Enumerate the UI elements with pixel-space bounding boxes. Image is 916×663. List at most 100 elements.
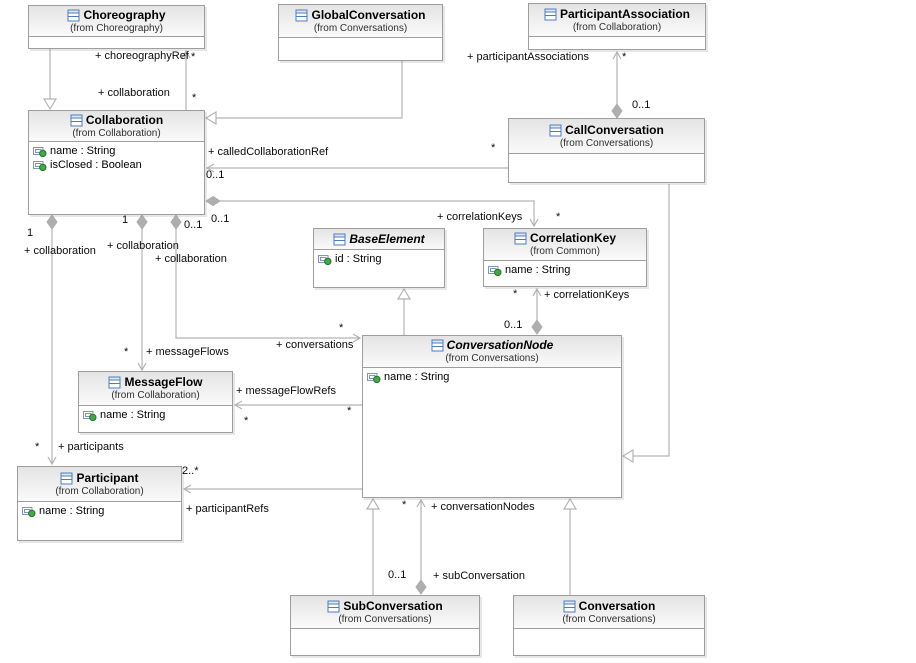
generalization-triangle-icon [396,287,412,300]
gen-globalconversation-to-collaboration [215,61,403,119]
class-title: BaseElement [333,232,425,246]
class-choreography[interactable]: Choreography(from Choreography) [28,5,205,49]
attribute-row: name : String [18,504,181,518]
class-header: Choreography(from Choreography) [29,6,204,37]
assoc-collaboration-correlationKeys [220,200,535,226]
open-arrowhead-icon [416,498,426,508]
class-conversation-node[interactable]: ConversationNode(from Conversations) name… [362,335,622,498]
attribute-icon [83,410,97,421]
edge-label: + messageFlowRefs [236,385,336,397]
edge-label: * [513,288,518,300]
edge-label: + participantAssociations [467,51,589,63]
class-header: GlobalConversation(from Conversations) [279,5,442,38]
open-arrowhead-icon [47,456,57,466]
class-name: Choreography [83,7,166,22]
open-arrowhead-icon [233,400,243,410]
edge-label: + choreographyRef [95,50,189,62]
edge-label: + collaboration [24,245,96,257]
class-header: CorrelationKey(from Common) [484,229,646,261]
class-header: ConversationNode(from Conversations) [363,336,621,368]
edge-label: * [622,51,627,63]
edge-label: 0..1 [211,213,230,225]
generalization-triangle-icon [365,497,381,510]
class-icon [431,339,444,352]
edge-label: 1 [122,214,129,226]
class-package: (from Conversations) [559,137,654,149]
class-package: (from Collaboration) [111,390,200,401]
open-arrowhead-icon [532,287,542,297]
class-call-conversation[interactable]: CallConversation(from Conversations) [508,118,705,183]
edge-label: + correlationKeys [544,289,630,301]
edge-label: * [191,51,196,63]
class-sub-conversation[interactable]: SubConversation(from Conversations) [290,595,480,656]
attribute-row: name : String [363,370,621,384]
class-title: Collaboration [70,112,164,127]
edge-label: * [124,346,129,358]
attribute-row: name : String [79,408,232,422]
class-participant-association[interactable]: ParticipantAssociation(from Collaboratio… [528,3,706,50]
class-icon [333,233,346,246]
class-title: Conversation [563,598,656,613]
class-title: ParticipantAssociation [544,7,690,21]
class-header: Participant(from Collaboration) [18,467,181,502]
generalization-triangle-icon [621,448,634,464]
class-icon [514,232,527,245]
gen-callconversation-to-node [632,184,670,457]
class-participant[interactable]: Participant(from Collaboration) name : St… [17,466,182,541]
class-name: GlobalConversation [311,7,426,22]
class-name: CallConversation [565,122,664,137]
composition-diamond-icon [170,214,182,230]
generalization-triangle-icon [562,497,578,510]
class-name: Conversation [578,598,656,613]
open-arrowhead-icon [352,333,362,343]
class-title: GlobalConversation [295,7,426,22]
open-arrowhead-icon [529,218,539,228]
class-global-conversation[interactable]: GlobalConversation(from Conversations) [278,4,443,61]
class-header: Conversation(from Conversations) [514,596,704,629]
attribute-icon [367,372,381,383]
class-icon [295,9,308,22]
open-arrowhead-icon [182,484,192,494]
class-name: CorrelationKey [529,231,617,245]
attribute-text: id : String [335,253,382,265]
class-collaboration[interactable]: Collaboration(from Collaboration)name : … [28,110,205,215]
class-name: Collaboration [85,112,164,127]
class-correlation-key[interactable]: CorrelationKey(from Common)name : String [483,228,647,287]
edge-label: + messageFlows [146,346,229,358]
class-name: MessageFlow [124,375,203,389]
attribute-text: name : String [384,371,450,383]
edge-label: 0..1 [184,219,203,231]
edge-label: * [402,499,407,511]
class-header: SubConversation(from Conversations) [291,596,479,629]
class-base-element[interactable]: BaseElement id : String [313,228,445,288]
edge-label: + collaboration [98,87,170,99]
edge-label: 2..* [182,465,199,477]
edge-label: + participants [58,441,124,453]
attributes-compartment: name : String [363,368,621,384]
class-package: (from Collaboration) [572,21,662,33]
class-header: CallConversation(from Conversations) [509,119,704,154]
edge-label: * [35,441,40,453]
class-conversation[interactable]: Conversation(from Conversations) [513,595,705,656]
class-title: SubConversation [327,599,443,613]
edge-label: * [192,92,197,104]
edge-label: 0..1 [632,99,651,111]
edge-label: + conversationNodes [431,501,535,513]
composition-diamond-icon [531,319,543,335]
open-arrowhead-icon [137,362,147,372]
class-icon [563,600,576,613]
composition-diamond-icon [415,579,427,595]
edge-label: * [347,405,352,417]
edge-label: + conversations [276,339,354,351]
attributes-compartment: name : String [484,261,646,277]
class-header: MessageFlow(from Collaboration) [79,372,232,406]
open-arrowhead-icon [181,49,191,59]
class-message-flow[interactable]: MessageFlow(from Collaboration) name : St… [78,371,233,433]
class-title: CallConversation [549,122,664,137]
attribute-icon [22,506,36,517]
attribute-icon [33,146,47,157]
edge-label: + correlationKeys [437,211,523,223]
edge-label: * [339,322,344,334]
